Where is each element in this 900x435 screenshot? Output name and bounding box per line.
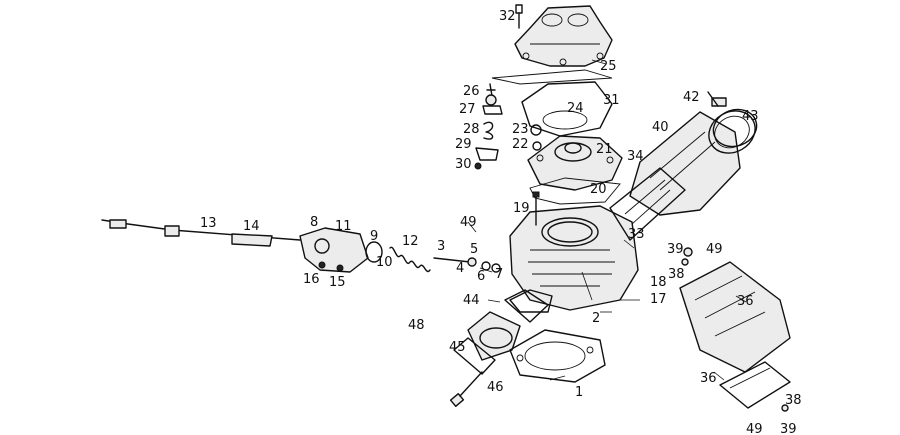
callout-17: 17 <box>650 292 667 307</box>
callout-38-a: 38 <box>668 267 685 282</box>
callout-49-a: 49 <box>460 215 477 230</box>
callout-13: 13 <box>200 216 217 231</box>
exhaust-flange <box>453 289 549 375</box>
callout-8: 8 <box>310 215 318 230</box>
callout-33: 33 <box>628 227 645 242</box>
callout-48: 48 <box>408 318 425 333</box>
cylinder-head <box>527 124 623 191</box>
callout-10: 10 <box>376 255 393 270</box>
leader-lines <box>467 59 747 381</box>
callout-3: 3 <box>437 239 445 254</box>
callout-19: 19 <box>513 201 530 216</box>
callout-2: 2 <box>592 311 600 326</box>
callout-44: 44 <box>463 293 480 308</box>
callout-39-b: 39 <box>780 422 797 435</box>
callout-14: 14 <box>243 219 260 234</box>
thermostat-parts <box>474 83 503 170</box>
callout-32: 32 <box>499 9 516 24</box>
callout-11: 11 <box>335 219 352 234</box>
stud-bolt <box>449 371 483 407</box>
callout-27: 27 <box>459 102 476 117</box>
head-bolt <box>515 4 523 29</box>
callout-45: 45 <box>449 340 466 355</box>
callout-40: 40 <box>652 120 669 135</box>
callout-9: 9 <box>370 229 378 244</box>
callout-16: 16 <box>303 272 320 287</box>
base-gasket <box>509 329 606 383</box>
callout-23: 23 <box>512 122 529 137</box>
callout-24: 24 <box>567 101 584 116</box>
reed-block <box>679 247 791 412</box>
head-gasket-top <box>491 69 613 85</box>
callout-12: 12 <box>402 234 419 249</box>
callout-21: 21 <box>596 142 613 157</box>
callout-42: 42 <box>683 90 700 105</box>
callout-31: 31 <box>603 93 620 108</box>
callout-labels: 1 2 3 4 5 6 7 8 9 10 11 12 13 14 15 16 1… <box>200 9 802 435</box>
callout-29: 29 <box>455 137 472 152</box>
callout-36-b: 36 <box>700 371 717 386</box>
o-ring-gasket <box>521 81 613 137</box>
callout-43: 43 <box>742 109 759 124</box>
callout-34: 34 <box>627 149 644 164</box>
intake-manifold <box>609 110 756 241</box>
callout-22: 22 <box>512 137 529 152</box>
cylinder-block <box>509 191 639 313</box>
callout-26: 26 <box>463 84 480 99</box>
head-base-gasket <box>529 177 621 205</box>
hose-clamp <box>707 91 758 148</box>
callout-49-c: 49 <box>746 422 763 435</box>
callout-6: 6 <box>477 269 485 284</box>
callout-36-a: 36 <box>737 294 754 309</box>
callout-30: 30 <box>455 157 472 172</box>
callout-46: 46 <box>487 380 504 395</box>
cylinder-head-cover <box>514 5 613 67</box>
callout-20: 20 <box>590 182 607 197</box>
callout-1: 1 <box>575 385 583 400</box>
valve-housing <box>299 227 369 273</box>
callout-49-b: 49 <box>706 242 723 257</box>
callout-38-b: 38 <box>785 393 802 408</box>
callout-7: 7 <box>495 267 503 282</box>
callout-5: 5 <box>470 242 478 257</box>
callout-18: 18 <box>650 275 667 290</box>
callout-4: 4 <box>456 261 464 276</box>
control-cable <box>101 219 301 247</box>
callout-28: 28 <box>463 122 480 137</box>
valve-spring <box>365 241 501 273</box>
callout-15: 15 <box>329 275 346 290</box>
callout-25: 25 <box>600 59 617 74</box>
callout-39-a: 39 <box>667 242 684 257</box>
